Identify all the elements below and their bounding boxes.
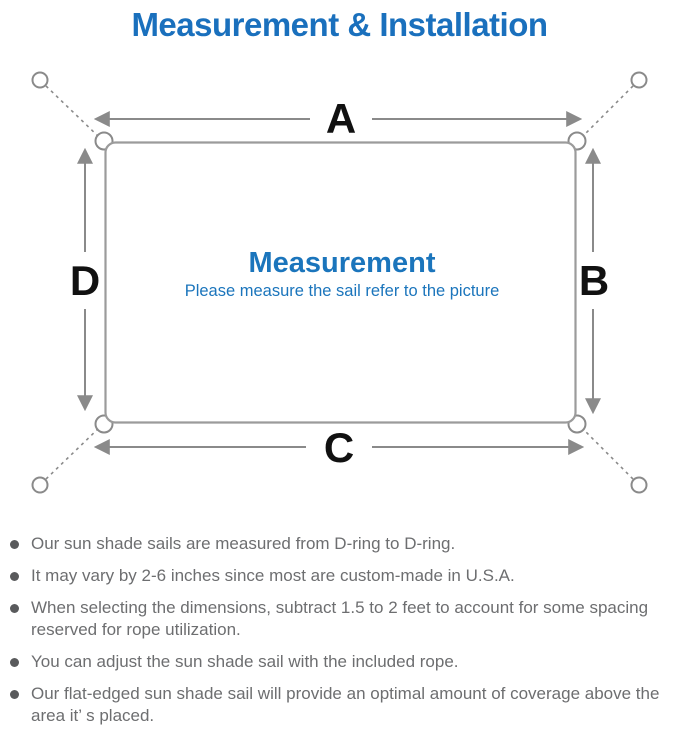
diagram-center-subtitle: Please measure the sail refer to the pic…: [185, 282, 500, 300]
diagram-center-title: Measurement: [249, 247, 436, 279]
bullet-icon: [10, 604, 19, 613]
dimension-label-a: A: [326, 95, 356, 142]
sail-outline: [104, 141, 577, 424]
instruction-text: It may vary by 2-6 inches since most are…: [31, 566, 515, 585]
rope-line-top-left: [45, 85, 101, 139]
instruction-item: Our sun shade sails are measured from D-…: [10, 533, 669, 555]
instruction-text: You can adjust the sun shade sail with t…: [31, 652, 459, 671]
bullet-icon: [10, 690, 19, 699]
anchor-ring-icon: [31, 71, 49, 89]
rope-line-top-right: [580, 85, 634, 139]
bullet-icon: [10, 540, 19, 549]
instruction-item: When selecting the dimensions, subtract …: [10, 597, 669, 641]
instruction-text: When selecting the dimensions, subtract …: [31, 598, 649, 639]
instruction-item: Our flat-edged sun shade sail will provi…: [10, 683, 669, 727]
instructions-list: Our sun shade sails are measured from D-…: [0, 533, 679, 727]
dimension-label-b: B: [579, 257, 609, 304]
bullet-icon: [10, 572, 19, 581]
page-title: Measurement & Installation: [131, 6, 548, 43]
instruction-item: You can adjust the sun shade sail with t…: [10, 651, 669, 673]
bullet-icon: [10, 658, 19, 667]
dimension-label-c: C: [324, 424, 354, 471]
anchor-ring-icon: [630, 476, 648, 494]
dimension-label-d: D: [70, 257, 100, 304]
anchor-ring-icon: [31, 476, 49, 494]
instruction-item: It may vary by 2-6 inches since most are…: [10, 565, 669, 587]
instruction-text: Our flat-edged sun shade sail will provi…: [31, 684, 660, 725]
instruction-text: Our sun shade sails are measured from D-…: [31, 534, 456, 553]
rope-line-bottom-left: [45, 426, 101, 480]
measurement-diagram: A B C D Measurement Please measure the s…: [31, 71, 648, 494]
anchor-ring-icon: [630, 71, 648, 89]
rope-line-bottom-right: [580, 426, 634, 480]
